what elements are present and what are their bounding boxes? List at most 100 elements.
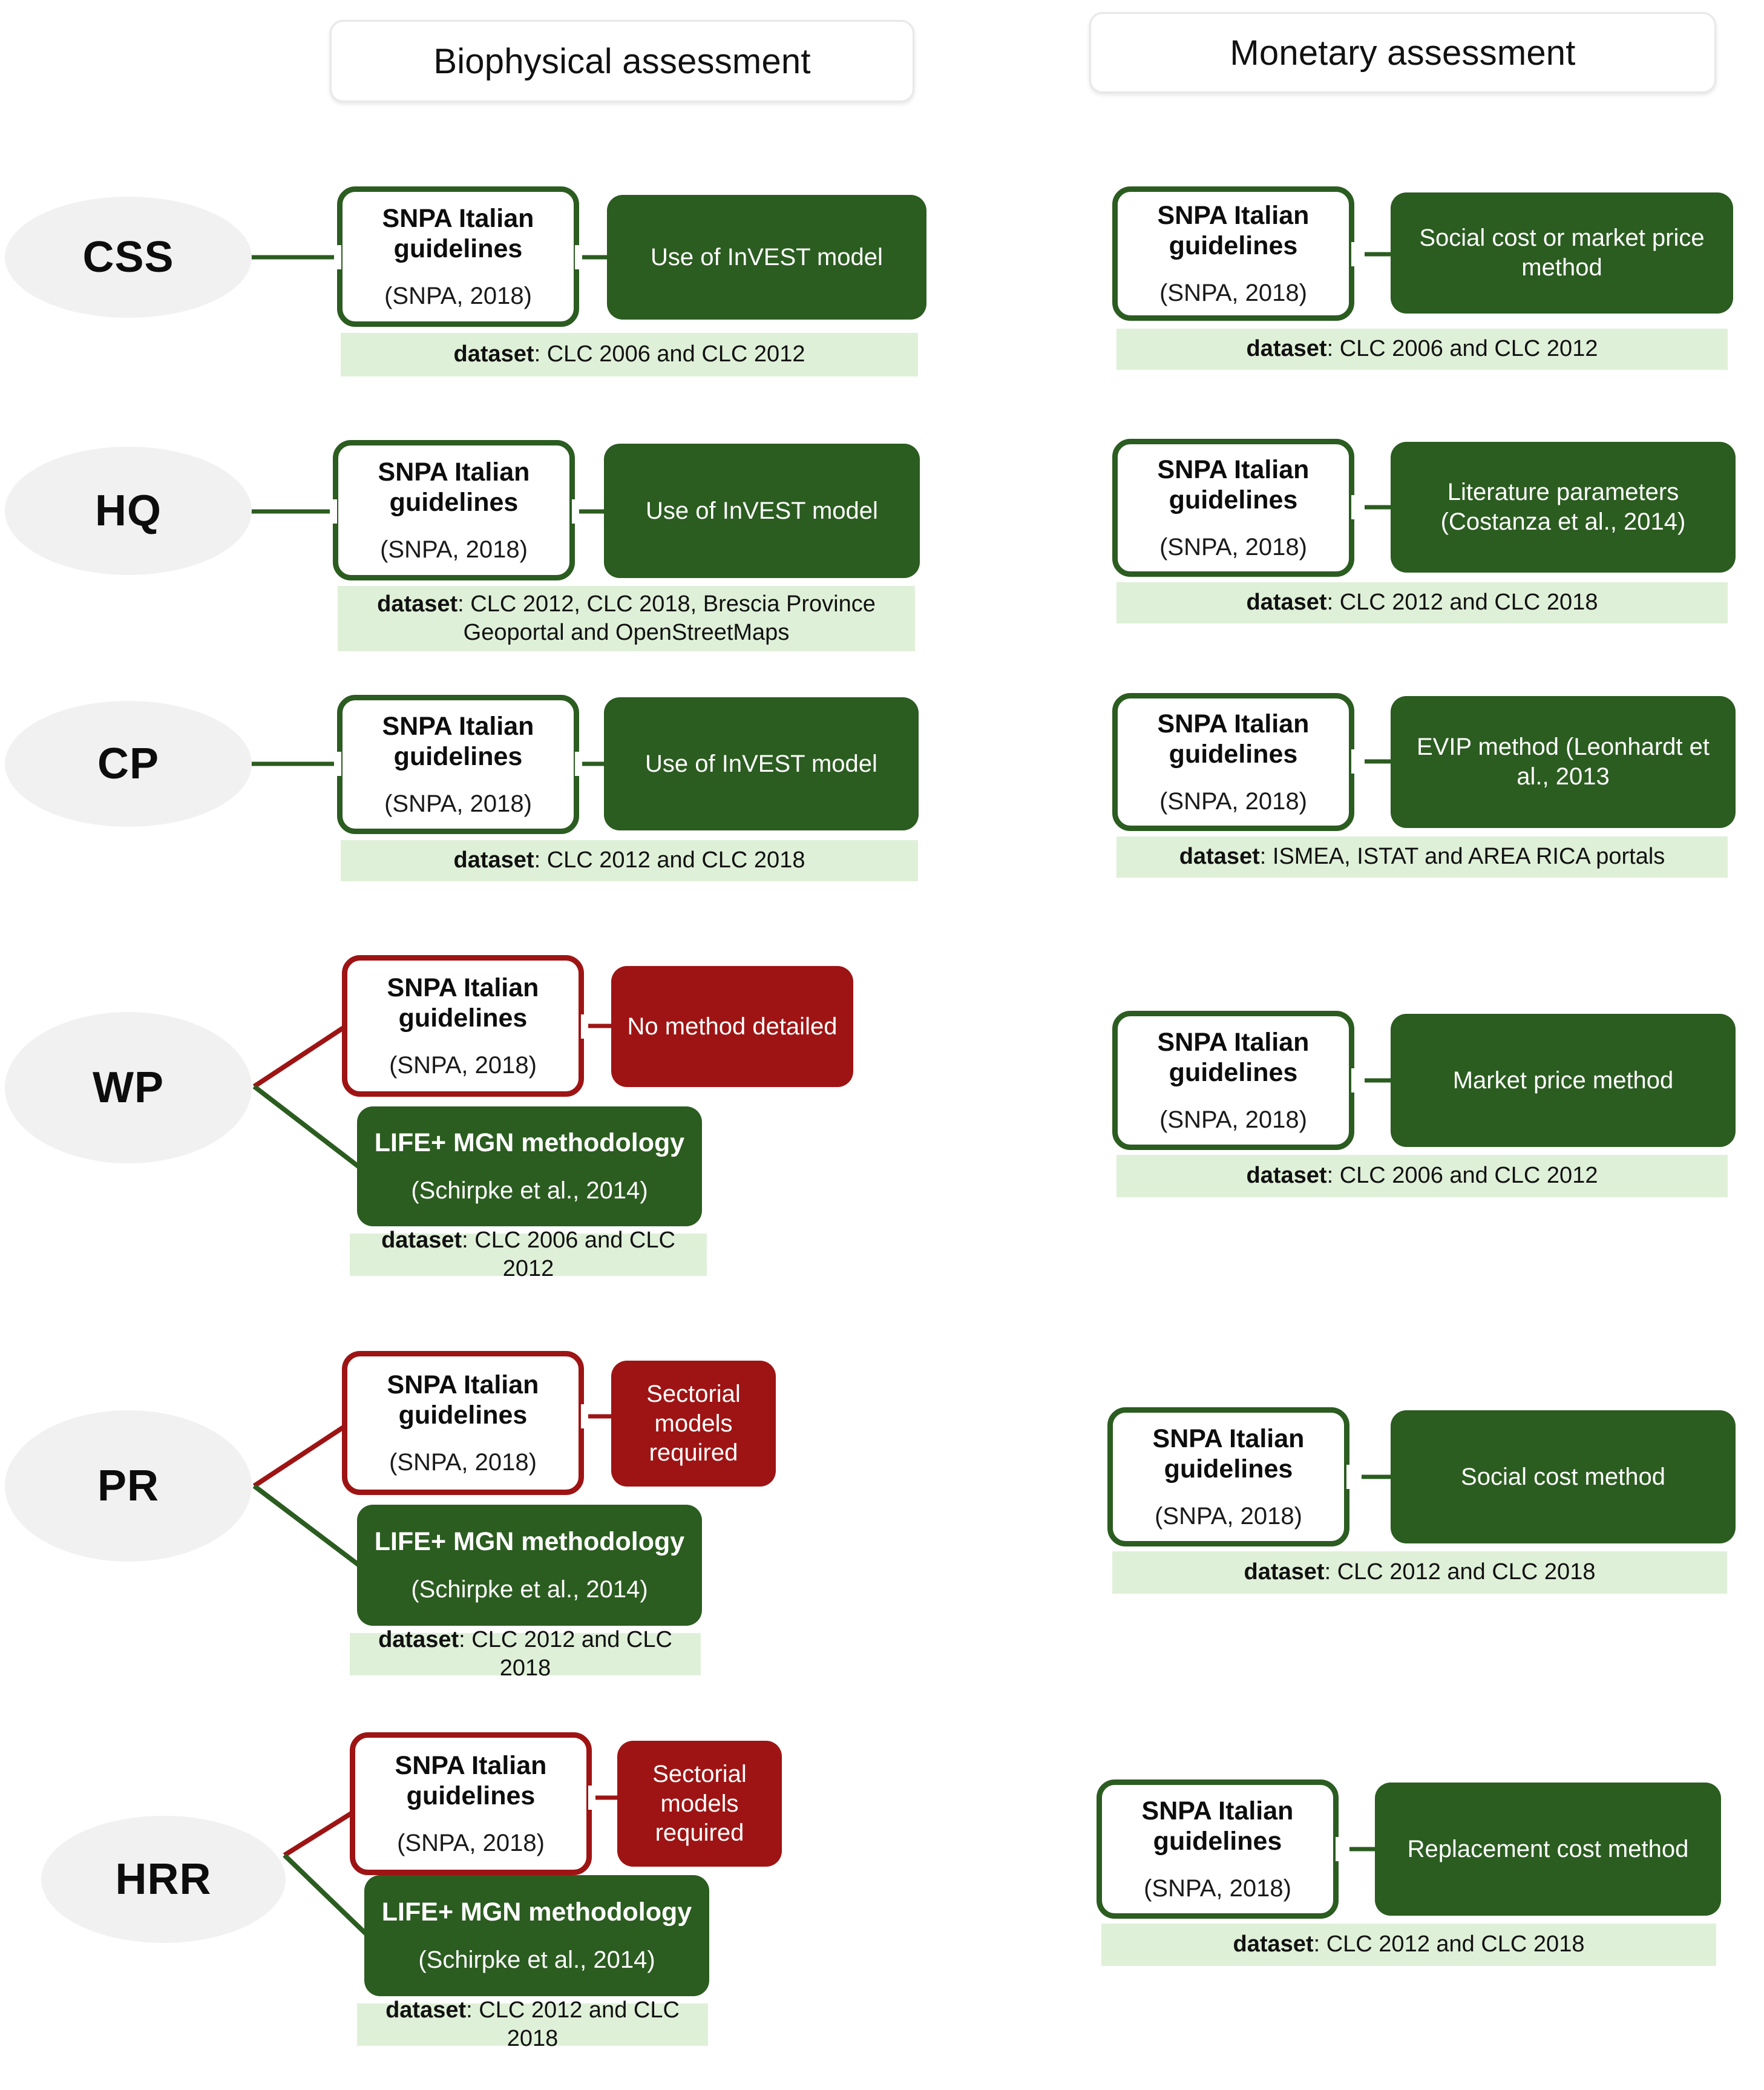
biophysical-alt-source-box-pr[interactable]: LIFE+ MGN methodology (Schirpke et al., … (357, 1505, 702, 1626)
source-reference: (SNPA, 2018) (1144, 1875, 1291, 1902)
source-title: SNPA Italian guidelines (1157, 709, 1310, 769)
connector-notch (1351, 1068, 1359, 1093)
dataset-label: dataset (377, 591, 458, 617)
dataset-value: CLC 2012 and CLC 2018 (1326, 1931, 1585, 1957)
monetary-source-box-css[interactable]: SNPA Italian guidelines (SNPA, 2018) (1112, 186, 1354, 321)
dataset-sep: : (534, 341, 547, 367)
service-ellipse-pr: PR (5, 1410, 252, 1562)
monetary-dataset-strip-hq: dataset: CLC 2012 and CLC 2018 (1116, 582, 1728, 623)
source-reference: (SNPA, 2018) (384, 282, 532, 309)
source-title: SNPA Italian guidelines (378, 458, 530, 517)
connector-notch (1351, 495, 1359, 519)
connector-notch (581, 1014, 588, 1039)
source-title: SNPA Italian guidelines (387, 973, 539, 1033)
monetary-method-box-hq[interactable]: Literature parameters (Costanza et al., … (1391, 442, 1736, 573)
dataset-label: dataset (453, 341, 534, 367)
source-reference: (SNPA, 2018) (380, 536, 528, 563)
service-ellipse-wp: WP (5, 1012, 252, 1163)
source-title: SNPA Italian guidelines (1157, 455, 1310, 514)
monetary-dataset-strip-wp: dataset: CLC 2006 and CLC 2012 (1116, 1155, 1728, 1197)
dataset-value: CLC 2012 and CLC 2018 (546, 847, 805, 873)
dataset-sep: : (1326, 336, 1340, 362)
dataset-sep: : (1324, 1559, 1337, 1585)
dataset-sep: : (1259, 844, 1273, 870)
biophysical-alt-source-box-hrr[interactable]: LIFE+ MGN methodology (Schirpke et al., … (364, 1875, 709, 1996)
biophysical-source-box-css[interactable]: SNPA Italian guidelines (SNPA, 2018) (337, 186, 579, 327)
biophysical-dataset-strip-hq: dataset: CLC 2012, CLC 2018, Brescia Pro… (338, 586, 915, 651)
dataset-sep: : (462, 1227, 475, 1253)
source-title: SNPA Italian guidelines (382, 712, 534, 771)
dataset-sep: : (534, 847, 547, 873)
connector-notch (334, 752, 341, 776)
alt-source-title: LIFE+ MGN methodology (374, 1527, 685, 1557)
header-biophysical-assessment: Biophysical assessment (330, 20, 914, 102)
biophysical-method-box-hq[interactable]: Use of InVEST model (604, 444, 920, 578)
source-reference: (SNPA, 2018) (384, 790, 532, 817)
dataset-sep: : (466, 1997, 479, 2023)
dataset-value: CLC 2012 and CLC 2018 (471, 1626, 672, 1681)
dataset-label: dataset (1233, 1931, 1314, 1957)
source-reference: (SNPA, 2018) (389, 1448, 537, 1476)
biophysical-alt-source-box-wp[interactable]: LIFE+ MGN methodology (Schirpke et al., … (357, 1106, 702, 1226)
connector-notch (1346, 1465, 1354, 1489)
alt-source-reference: (Schirpke et al., 2014) (411, 1576, 648, 1603)
source-reference: (SNPA, 2018) (1159, 787, 1307, 815)
biophysical-source-box-pr[interactable]: SNPA Italian guidelines (SNPA, 2018) (342, 1351, 584, 1495)
dataset-label: dataset (1246, 336, 1327, 362)
source-reference: (SNPA, 2018) (1159, 1106, 1307, 1133)
biophysical-source-box-hq[interactable]: SNPA Italian guidelines (SNPA, 2018) (333, 440, 575, 580)
source-reference: (SNPA, 2018) (1159, 279, 1307, 306)
monetary-dataset-strip-css: dataset: CLC 2006 and CLC 2012 (1116, 329, 1728, 370)
biophysical-method-box-wp[interactable]: No method detailed (611, 966, 853, 1087)
dataset-sep: : (1326, 1163, 1340, 1189)
source-title: SNPA Italian guidelines (387, 1370, 539, 1430)
connector-notch (1351, 749, 1359, 774)
monetary-source-box-hrr[interactable]: SNPA Italian guidelines (SNPA, 2018) (1097, 1779, 1339, 1919)
service-ellipse-hrr: HRR (41, 1816, 286, 1943)
dataset-value: CLC 2012 and CLC 2018 (479, 1997, 680, 2052)
monetary-source-box-wp[interactable]: SNPA Italian guidelines (SNPA, 2018) (1112, 1011, 1354, 1150)
dataset-label: dataset (1244, 1559, 1325, 1585)
monetary-method-box-wp[interactable]: Market price method (1391, 1014, 1736, 1147)
monetary-source-box-pr[interactable]: SNPA Italian guidelines (SNPA, 2018) (1107, 1407, 1349, 1546)
biophysical-source-box-wp[interactable]: SNPA Italian guidelines (SNPA, 2018) (342, 955, 584, 1097)
source-reference: (SNPA, 2018) (389, 1051, 537, 1079)
monetary-method-box-pr[interactable]: Social cost method (1391, 1410, 1736, 1543)
biophysical-dataset-strip-css: dataset: CLC 2006 and CLC 2012 (341, 333, 918, 376)
monetary-method-box-cp[interactable]: EVIP method (Leonhardt et al., 2013 (1391, 696, 1736, 828)
dataset-label: dataset (1246, 1163, 1327, 1189)
dataset-sep: : (1313, 1931, 1326, 1957)
biophysical-method-box-cp[interactable]: Use of InVEST model (604, 697, 919, 830)
dataset-value: ISMEA, ISTAT and AREA RICA portals (1272, 844, 1665, 870)
biophysical-method-box-pr[interactable]: Sectorial models required (611, 1361, 776, 1487)
biophysical-dataset-strip-cp: dataset: CLC 2012 and CLC 2018 (341, 840, 918, 881)
dataset-value: CLC 2006 and CLC 2012 (474, 1227, 675, 1282)
source-title: SNPA Italian guidelines (382, 204, 534, 263)
service-ellipse-css: CSS (5, 197, 252, 318)
connector-notch (1336, 1837, 1343, 1861)
dataset-label: dataset (385, 1997, 467, 2023)
biophysical-source-box-hrr[interactable]: SNPA Italian guidelines (SNPA, 2018) (350, 1732, 592, 1875)
connector-notch (330, 499, 337, 524)
dataset-value: CLC 2006 and CLC 2012 (1339, 1163, 1598, 1189)
dataset-value: CLC 2006 and CLC 2012 (1339, 336, 1598, 362)
monetary-method-box-hrr[interactable]: Replacement cost method (1375, 1783, 1721, 1916)
monetary-method-box-css[interactable]: Social cost or market price method (1391, 192, 1733, 314)
source-reference: (SNPA, 2018) (1155, 1502, 1302, 1530)
monetary-source-box-cp[interactable]: SNPA Italian guidelines (SNPA, 2018) (1112, 693, 1354, 831)
source-reference: (SNPA, 2018) (397, 1829, 545, 1856)
dataset-label: dataset (378, 1626, 459, 1652)
biophysical-source-box-cp[interactable]: SNPA Italian guidelines (SNPA, 2018) (337, 695, 579, 834)
alt-source-title: LIFE+ MGN methodology (381, 1898, 692, 1927)
dataset-label: dataset (381, 1227, 462, 1253)
connector-notch (572, 499, 579, 524)
source-title: SNPA Italian guidelines (1157, 201, 1310, 260)
connector-notch (575, 752, 582, 776)
monetary-source-box-hq[interactable]: SNPA Italian guidelines (SNPA, 2018) (1112, 439, 1354, 577)
alt-source-title: LIFE+ MGN methodology (374, 1128, 685, 1158)
biophysical-method-box-hrr[interactable]: Sectorial models required (617, 1741, 782, 1867)
dataset-label: dataset (1246, 590, 1327, 616)
connector-notch (334, 245, 341, 269)
biophysical-method-box-css[interactable]: Use of InVEST model (607, 195, 926, 320)
